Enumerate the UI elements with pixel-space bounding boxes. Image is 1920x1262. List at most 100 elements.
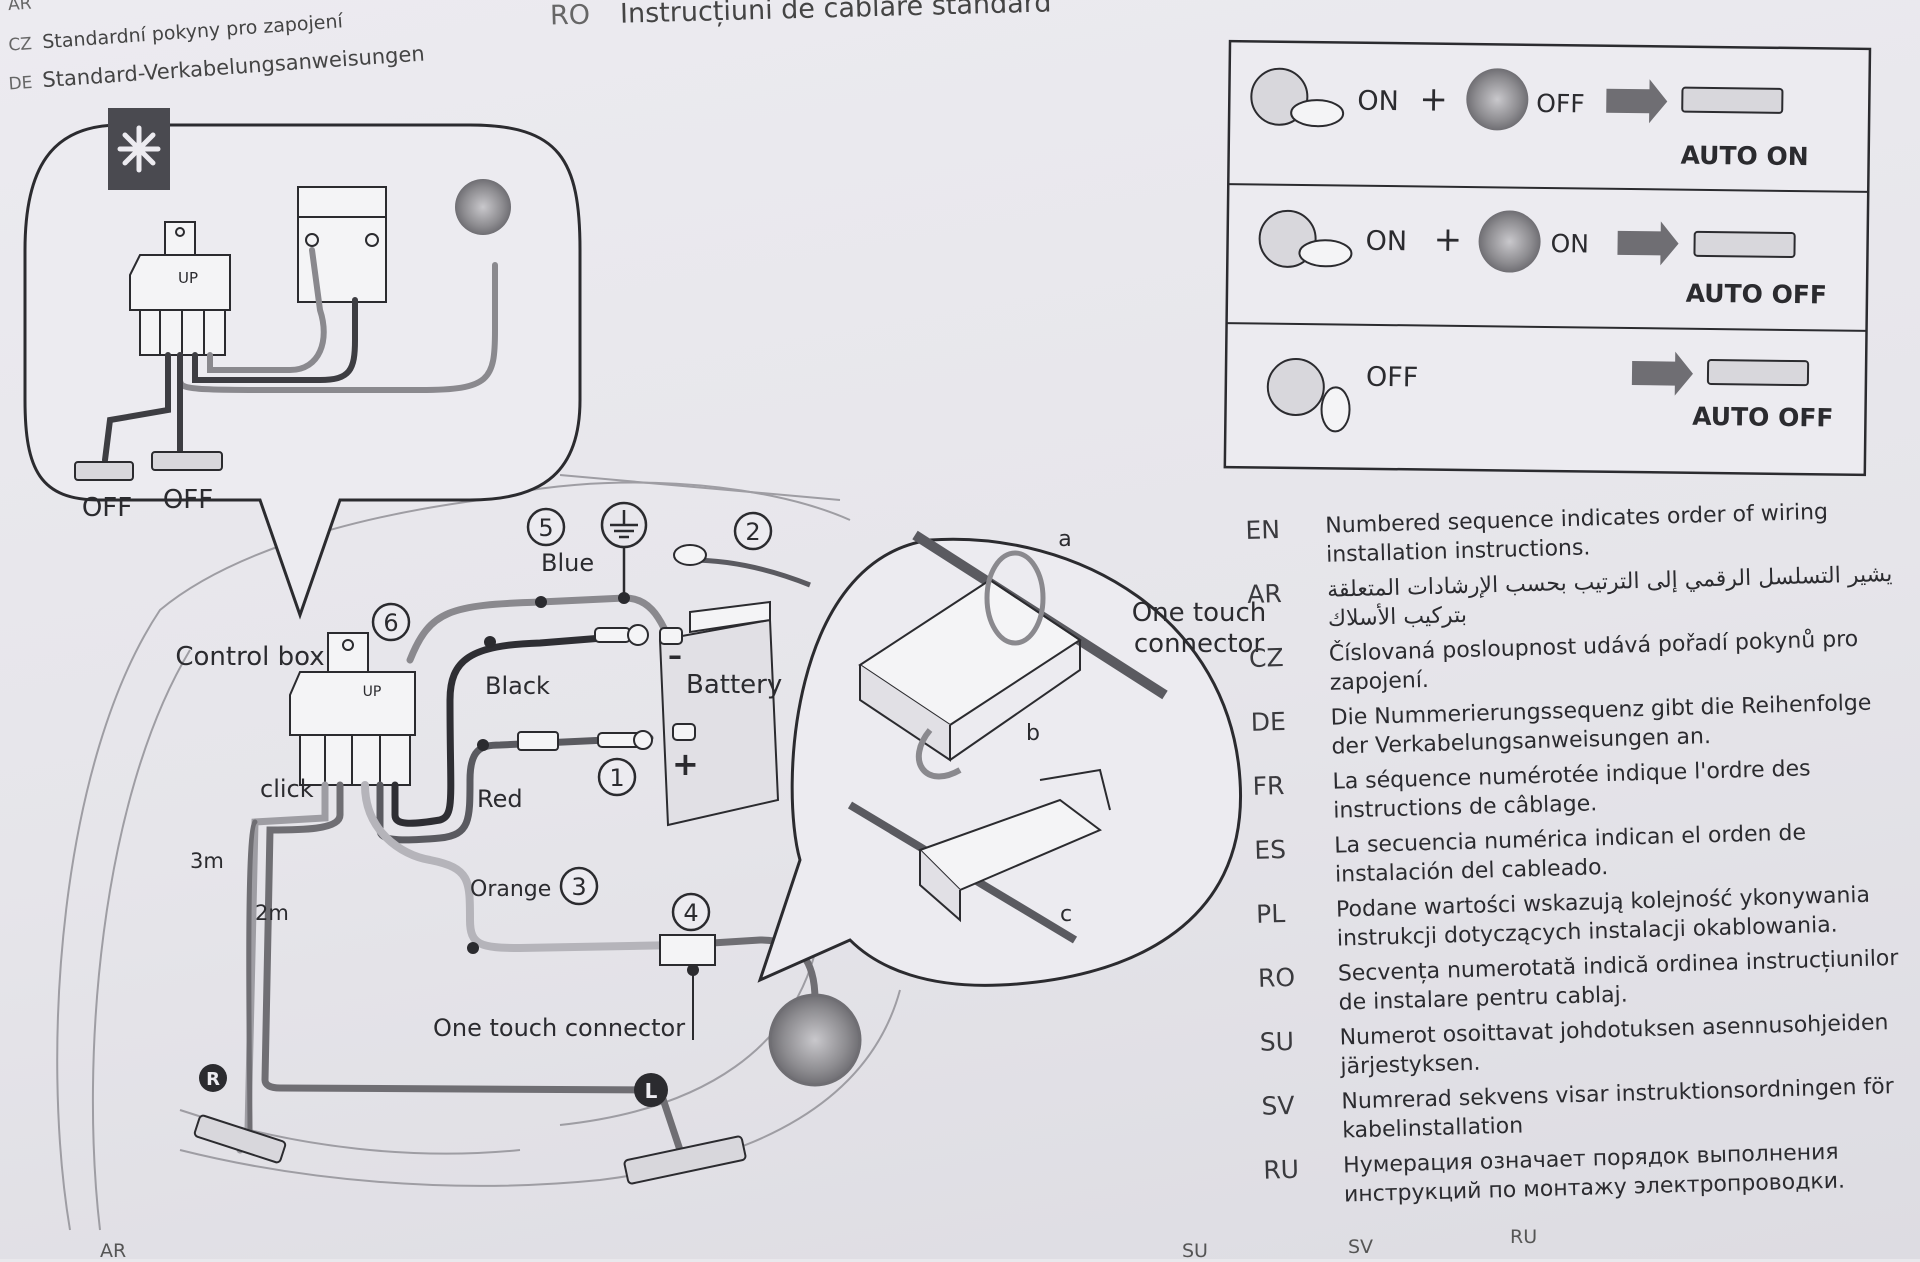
- drl-icon-3: [1706, 359, 1810, 387]
- legend-row-de: DE Die Nummerierungssequenz gibt die Reih…: [1250, 687, 1911, 763]
- drl-units: [193, 1114, 747, 1185]
- connector-label-line1: One touch: [1132, 598, 1267, 628]
- legend-row-ar: AR يشير التسلسل الرقمي إلى الترتيب بحسب ا…: [1247, 560, 1908, 636]
- ignition-switch-icon-3: [1266, 357, 1325, 416]
- legend-text-cz: Číslovaná posloupnost udává pořadí pokyn…: [1328, 626, 1859, 696]
- step-5: 5: [538, 514, 553, 542]
- inset-lamp-icon: [455, 179, 511, 235]
- legend-row-cz: CZ Číslovaná posloupnost udává pořadí pok…: [1249, 624, 1910, 700]
- legend-row-ru: RU Нумерация означает порядок выполнения …: [1263, 1135, 1920, 1211]
- control-box-label-line1: Control box: [175, 642, 324, 672]
- legend-code-de: DE: [1250, 706, 1287, 737]
- connector-step-b: b: [1026, 721, 1040, 746]
- right-marker: [199, 1064, 227, 1092]
- inset-control-box: [129, 221, 231, 356]
- legend-row-ro: RO Secvența numerotată indică ordinea ins…: [1258, 943, 1919, 1019]
- legend-row-es: ES La secuencia numérica indican el orden…: [1254, 815, 1915, 891]
- legend-code-pl: PL: [1255, 899, 1286, 929]
- legend-text-ru: Нумерация означает порядок выполнения ин…: [1342, 1139, 1846, 1208]
- wire-red-label: Red: [477, 785, 523, 813]
- legend-text-su: Numerot osoittavat johdotuksen asennusoh…: [1339, 1010, 1889, 1080]
- connector-label-line2: connector: [1134, 629, 1265, 659]
- legend-code-su: SU: [1259, 1026, 1295, 1057]
- step-4: 4: [683, 899, 698, 927]
- step-6: 6: [383, 609, 398, 637]
- wire-orange-label: Orange: [470, 877, 551, 902]
- light-switch-icon-1: [1466, 68, 1529, 131]
- legend-code-fr: FR: [1252, 771, 1285, 801]
- footer-sv: SV: [1348, 1236, 1374, 1258]
- wire-black-label: Black: [485, 672, 550, 700]
- arrow-icon-3: [1631, 351, 1693, 396]
- legend-code-ru: RU: [1262, 1154, 1300, 1185]
- legend-text-sv: Numrerad sekvens visar instruktionsordni…: [1341, 1074, 1895, 1144]
- car-outline: [56, 474, 901, 1231]
- legend-text-es: La secuencia numérica indican el orden d…: [1333, 820, 1807, 888]
- inset-up-label: UP: [178, 269, 198, 287]
- mode-row-2: ON + ON AUTO OFF: [1258, 209, 1828, 310]
- inset-wires: [102, 247, 498, 463]
- mode-3-result: AUTO OFF: [1692, 402, 1834, 433]
- one-touch-connector-icon: [659, 934, 716, 1040]
- legend-code-ro: RO: [1257, 962, 1296, 993]
- ground-icon: [600, 501, 648, 598]
- legend-code-en: EN: [1245, 515, 1281, 545]
- inset-drl-units: [74, 451, 223, 481]
- arrow-icon-2: [1617, 221, 1679, 266]
- left-marker-text: L: [645, 1079, 658, 1103]
- mode-row-3: OFF AUTO OFF: [1266, 351, 1834, 433]
- mode-1-ignition: ON: [1357, 86, 1399, 118]
- modes-table: ON + OFF AUTO ON ON + ON AUTO OFF: [1223, 39, 1872, 477]
- mode-3-ignition: OFF: [1366, 362, 1419, 394]
- legend-text-de: Die Nummerierungssequenz gibt die Reihen…: [1330, 690, 1872, 760]
- mode-2-result: AUTO OFF: [1686, 279, 1828, 310]
- right-marker-text: R: [206, 1069, 220, 1090]
- mode-2-plus: +: [1433, 220, 1462, 260]
- wire-blue-label: Blue: [541, 549, 594, 577]
- control-box-up-label: UP: [363, 684, 382, 700]
- legend-code-cz: CZ: [1248, 642, 1285, 673]
- fan-icon: [108, 108, 170, 190]
- mode-2-light: ON: [1550, 229, 1589, 258]
- step-markers: [371, 507, 773, 932]
- battery-icon: [658, 600, 780, 827]
- inset-battery: [297, 186, 387, 303]
- fog-lamp-icon: [768, 993, 862, 1087]
- mode-1-result: AUTO ON: [1680, 141, 1808, 172]
- control-box: [289, 632, 416, 786]
- footer-ru: RU: [1510, 1226, 1538, 1248]
- mode-1-light: OFF: [1536, 89, 1585, 119]
- inset-off-left: OFF: [82, 493, 132, 523]
- connector-step-c: c: [1060, 902, 1072, 927]
- footer-su: SU: [1182, 1240, 1208, 1262]
- step-2: 2: [745, 518, 760, 546]
- fuse-holder-icon: [517, 730, 653, 751]
- legend-text-pl: Podane wartości wskazują kolejność ykony…: [1335, 882, 1871, 952]
- click-label: click: [260, 775, 314, 803]
- step-3: 3: [571, 873, 586, 901]
- left-marker: [634, 1073, 668, 1107]
- footer-ar: AR: [100, 1240, 127, 1262]
- one-touch-label: One touch connector: [433, 1014, 685, 1042]
- len-2m-label: 2m: [255, 901, 289, 925]
- step-1: 1: [609, 764, 624, 792]
- legend-code-es: ES: [1253, 834, 1287, 865]
- battery-label: Battery: [686, 670, 782, 700]
- connector-detail-art: [847, 530, 1168, 944]
- ground-cable: [673, 544, 811, 588]
- legend-text-ar: يشير التسلسل الرقمي إلى الترتيب بحسب الإ…: [1326, 561, 1893, 632]
- mode-1-plus: +: [1419, 79, 1448, 119]
- legend-row-su: SU Numerot osoittavat johdotuksen asennus…: [1259, 1007, 1920, 1083]
- drl-icon-2: [1693, 230, 1796, 258]
- battery-minus: –: [668, 639, 682, 672]
- legend-code-ar: AR: [1246, 579, 1283, 609]
- ring-terminal-icon: [594, 624, 649, 646]
- legend-text-ro: Secvența numerotată indică ordinea instr…: [1337, 945, 1899, 1016]
- connector-step-a: a: [1058, 527, 1071, 552]
- drl-icon-1: [1681, 86, 1784, 114]
